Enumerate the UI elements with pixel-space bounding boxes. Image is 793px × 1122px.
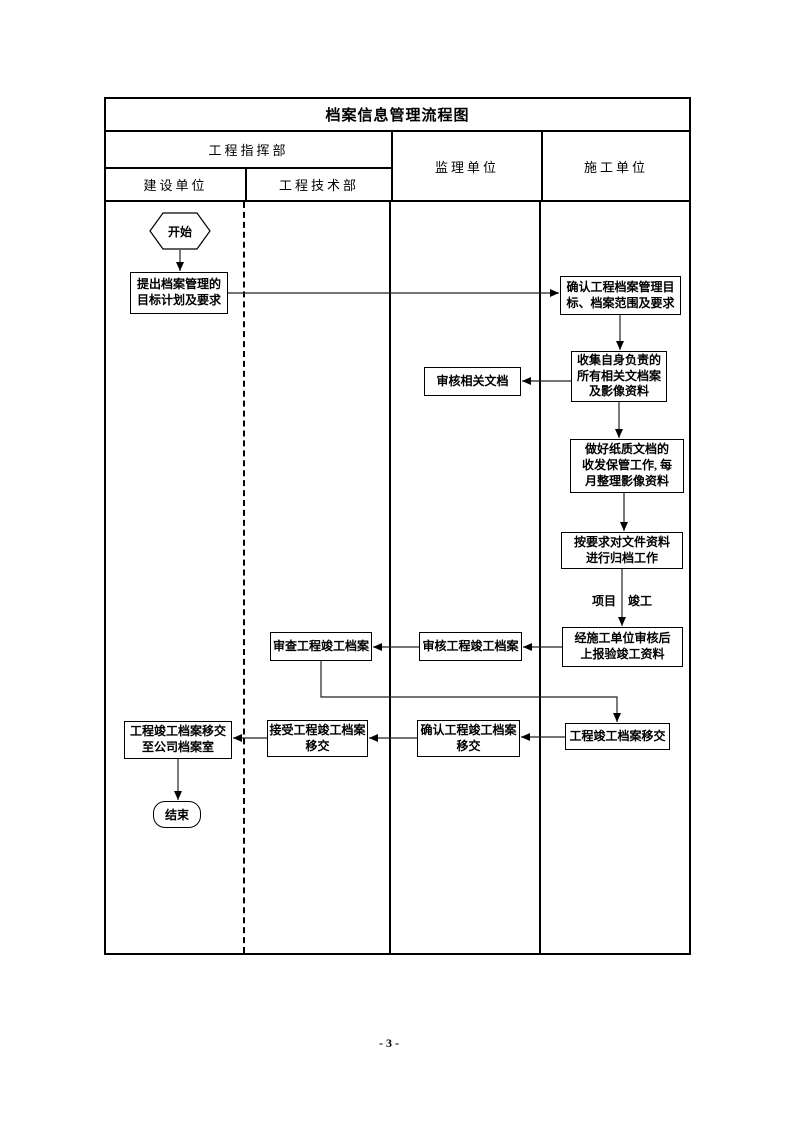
flow-node-move-to-company: 工程竣工档案移交 至公司档案室 [124,721,232,759]
flow-node-report-completion: 经施工单位审核后 上报验竣工资料 [562,627,683,667]
flow-node-confirm-transfer: 确认工程竣工档案 移交 [417,720,520,757]
page-number: - 3 - [379,1036,399,1050]
flow-body [106,200,689,953]
header-owner-label: 建设单位 [143,178,208,193]
flow-node-propose: 提出档案管理的 目标计划及要求 [130,272,228,314]
page-title: 档案信息管理流程图 [106,99,689,132]
flow-node-collect: 收集自身负责的 所有相关文档案 及影像资料 [571,351,667,402]
flow-node-start: 开始 [149,212,211,250]
header-tech-label: 工程技术部 [278,178,359,193]
edge-label-completion: 竣工 [628,594,653,608]
lane-divider-dashed [243,202,245,953]
header-contractor-label: 施工单位 [583,159,648,175]
header-group-label: 工程指挥部 [208,143,289,158]
lane-divider-contractor [539,202,541,953]
header-tech-cell: 工程技术部 [245,169,391,200]
header-supervisor-cell: 监理单位 [391,132,541,200]
flow-node-examine-completion: 审查工程竣工档案 [270,632,372,661]
lane-divider-supervisor [389,202,391,953]
header-group-cell: 工程指挥部 [106,132,391,169]
flow-node-check-completion: 审核工程竣工档案 [419,632,522,661]
header-contractor-cell: 施工单位 [541,132,689,200]
flow-node-confirm-goals: 确认工程档案管理目 标、档案范围及要求 [560,276,681,315]
edge-label-project: 项目 [591,594,616,608]
header-supervisor-label: 监理单位 [434,159,499,175]
flow-node-end: 结束 [153,801,201,828]
flow-node-review-docs: 审核相关文档 [424,367,521,396]
flow-node-transfer-archive: 工程竣工档案移交 [565,723,670,750]
flow-node-accept-transfer: 接受工程竣工档案 移交 [267,720,368,757]
flowchart-table: 档案信息管理流程图 工程指挥部 建设单位 工程技术部 监理单位 施工单位 [104,97,691,955]
header-owner-cell: 建设单位 [106,169,245,200]
flow-node-start-label: 开始 [167,224,192,239]
flow-node-paper-custody: 做好纸质文档的 收发保管工作, 每 月整理影像资料 [570,439,684,493]
flow-node-archive-work: 按要求对文件资料 进行归档工作 [561,532,683,569]
hexagon-shape [149,212,211,250]
